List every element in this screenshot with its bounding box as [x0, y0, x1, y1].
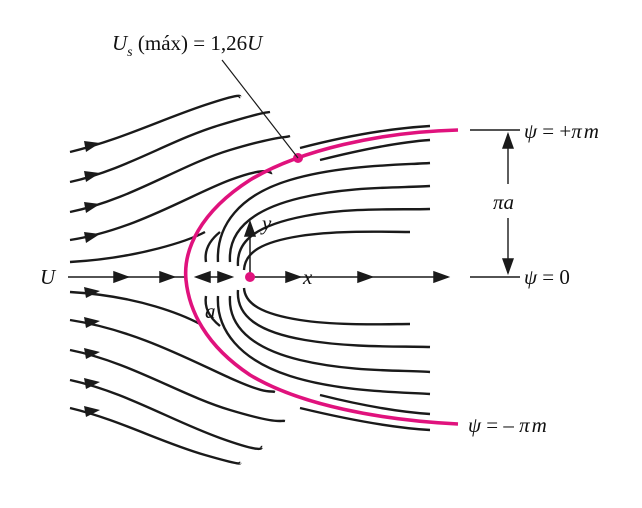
streamline	[299, 406, 431, 432]
max-velocity-leader	[221, 59, 299, 159]
pi-a-label: πa	[493, 190, 514, 214]
psi-zero-label: ψ = 0	[524, 265, 570, 289]
streamline	[69, 134, 291, 214]
streamline	[216, 161, 431, 263]
arrow	[84, 232, 100, 243]
arrow	[84, 141, 100, 152]
streamline	[299, 124, 431, 150]
arrow	[84, 171, 100, 182]
streamline	[69, 110, 271, 184]
outer-right-streamlines	[299, 124, 431, 432]
arrow	[357, 270, 375, 284]
streamline	[228, 295, 431, 374]
dividing-streamline	[183, 128, 459, 426]
streamline	[228, 184, 431, 263]
arrow	[285, 270, 303, 284]
stub	[204, 231, 221, 263]
psi-top-label: ψ = +πm	[524, 119, 599, 143]
psi-annotations	[470, 129, 520, 276]
arrow	[84, 406, 100, 417]
arrow	[84, 287, 100, 298]
max-velocity-label: Us (máx) = 1,26U	[112, 31, 264, 60]
arrow	[159, 270, 177, 284]
streamline	[242, 287, 411, 326]
streamline	[242, 230, 411, 271]
stagnation-arrows	[193, 270, 235, 284]
psi-bottom-label: ψ = – πm	[468, 413, 547, 437]
streamline	[69, 378, 263, 451]
arrow	[113, 270, 131, 284]
streamline	[236, 207, 431, 267]
inner-streamlines	[216, 161, 431, 396]
arrow	[84, 378, 100, 389]
streamline	[216, 295, 431, 396]
x-axis-label: x	[302, 265, 313, 289]
arrow	[84, 348, 100, 359]
upper-left-streamlines	[69, 94, 291, 264]
incoming-arrows	[84, 141, 100, 417]
offset-label: a	[205, 299, 216, 323]
y-axis-label: y	[260, 211, 272, 235]
arrow	[84, 317, 100, 328]
stub	[204, 295, 221, 327]
streamline	[69, 230, 206, 264]
y-axis	[243, 219, 257, 277]
streamline	[69, 318, 276, 394]
freestream-label: U	[40, 265, 57, 289]
source-point	[245, 272, 255, 282]
streamline	[319, 138, 431, 162]
arrow	[84, 202, 100, 213]
streamline	[236, 289, 431, 349]
streamline	[69, 348, 286, 423]
centerline	[68, 270, 520, 284]
streamline	[319, 393, 431, 416]
arrow	[433, 270, 451, 284]
source-stubs	[204, 231, 221, 327]
